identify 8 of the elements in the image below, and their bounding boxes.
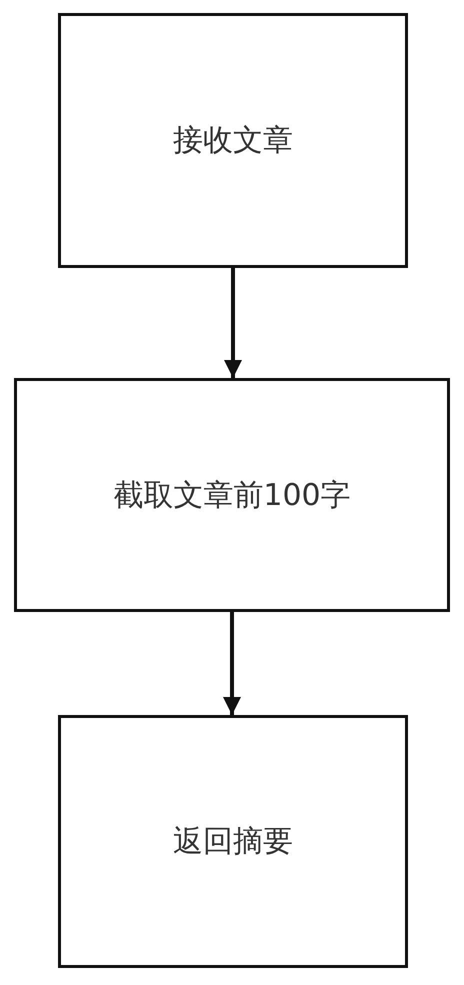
step-label: 截取文章前100字: [113, 476, 351, 514]
process-box: [14, 378, 450, 612]
arrow: [224, 268, 242, 378]
process-box: [58, 715, 408, 968]
process-box: [58, 13, 408, 268]
step-label: 接收文章: [173, 122, 293, 160]
step-label: 返回摘要: [173, 823, 293, 861]
arrow: [223, 612, 241, 715]
